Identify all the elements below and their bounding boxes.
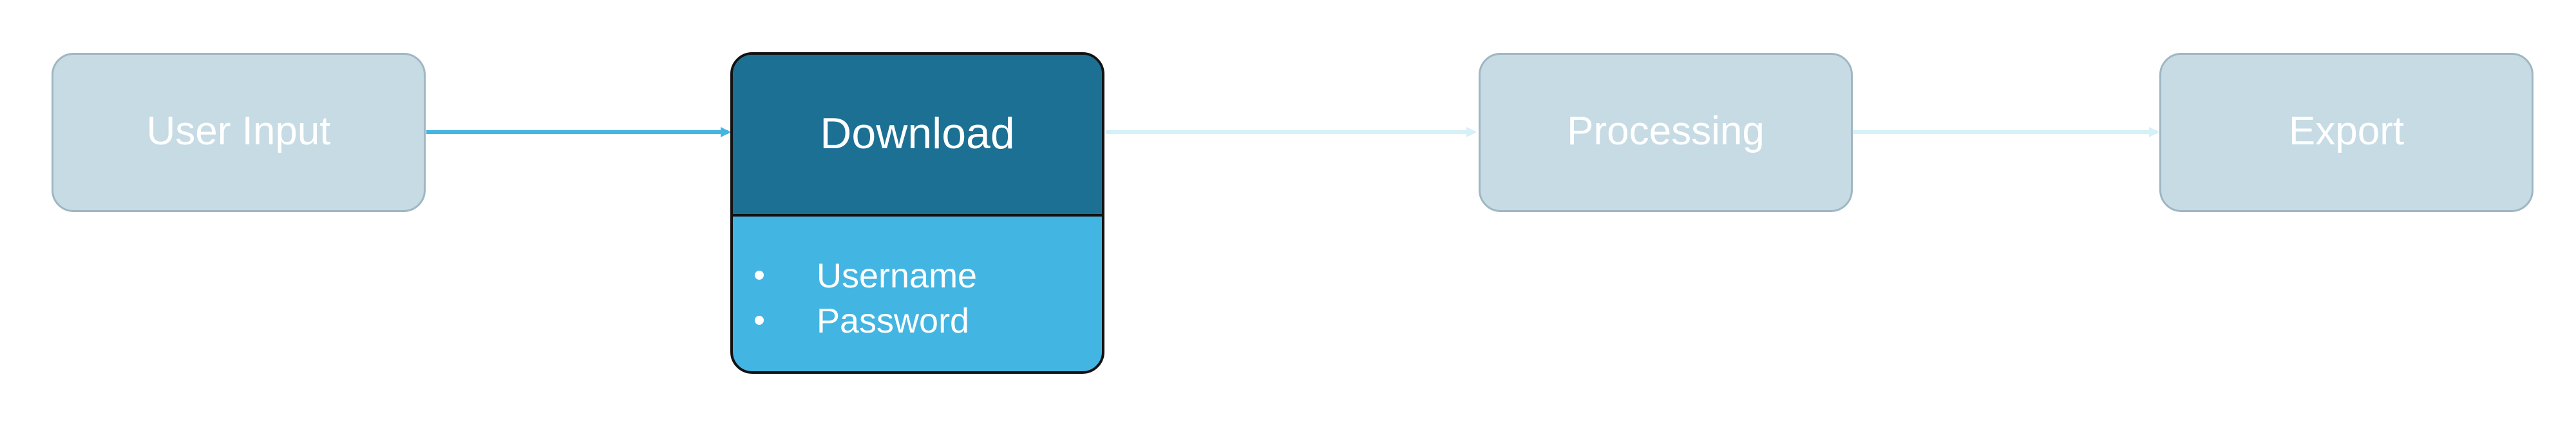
processing-step: Processing [1479,53,1853,212]
bullet-icon [755,316,764,325]
password-requirement-label: Password [817,302,970,340]
processing-label: Processing [1567,108,1765,153]
download-step-header: Download [733,55,1102,217]
user-input-label: User Input [146,108,331,153]
download-step: Download Username Password [730,52,1104,374]
download-label: Download [820,108,1015,158]
user-input-step: User Input [52,53,426,212]
download-requirements-list: Username Password [755,253,977,344]
bullet-icon [755,271,764,280]
download-requirement-username: Username [755,253,977,298]
download-step-details: Username Password [733,217,1102,371]
username-requirement-label: Username [817,257,978,295]
export-label: Export [2288,108,2405,153]
download-requirement-password: Password [755,298,977,344]
export-step: Export [2159,53,2533,212]
